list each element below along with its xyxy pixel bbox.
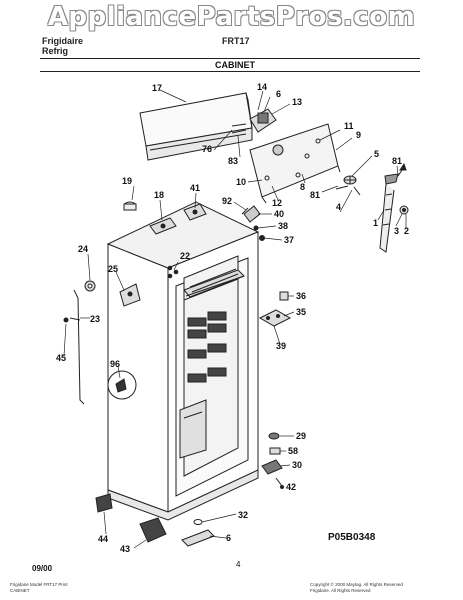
watermark: AppliancePartsPros.com (47, 2, 416, 32)
section-title: CABINET (215, 60, 255, 70)
callout-36: 36 (296, 291, 307, 301)
callout-10: 10 (236, 177, 247, 187)
back-panel (249, 123, 341, 204)
callout-41: 41 (190, 183, 201, 193)
callout-23: 23 (90, 314, 101, 324)
callout-11: 11 (344, 121, 354, 131)
bottom-parts (95, 493, 215, 547)
callout-6-b: 6 (226, 533, 232, 543)
callout-14: 14 (257, 82, 268, 92)
page-number: 4 (236, 560, 241, 569)
footer-right-line-1: Copyright © 2000 Maytag. All Rights Rese… (310, 582, 403, 587)
callout-1: 1 (373, 218, 379, 228)
figure-code: P05B0348 (328, 532, 376, 543)
callout-3: 3 (394, 226, 400, 236)
callout-81: 81 (392, 156, 403, 166)
top-bracket (149, 203, 207, 235)
top-cover-panel (139, 92, 253, 161)
bottom-right-parts (261, 432, 284, 489)
header-rule-bottom (40, 71, 420, 72)
leader-lines (63, 89, 407, 549)
revision-date: 09/00 (32, 564, 53, 573)
callout-17: 17 (152, 83, 163, 93)
thermostat-knob (335, 175, 361, 196)
serial-label (107, 370, 137, 400)
cabinet-body (106, 201, 260, 521)
callout-6: 6 (276, 89, 282, 99)
callout-96: 96 (110, 359, 121, 369)
callout-8: 8 (300, 182, 306, 192)
brand-line-2: Refrig (42, 46, 69, 56)
callout-42: 42 (286, 482, 297, 492)
header-rule-top (40, 58, 420, 59)
control-housing (231, 108, 277, 134)
callout-37: 37 (284, 235, 295, 245)
footer-right-line-2: Frigidaire. All Rights Reserved (310, 588, 371, 593)
callout-35: 35 (296, 307, 307, 317)
callout-44: 44 (98, 534, 109, 544)
brand-line-1: Frigidaire (42, 36, 84, 46)
hinge-parts (258, 291, 292, 327)
callout-19: 19 (122, 176, 133, 186)
callout-45: 45 (56, 353, 67, 363)
callout-39: 39 (276, 341, 287, 351)
footer-left-line-2: CABINET (10, 588, 30, 593)
callout-83: 83 (228, 156, 239, 166)
side-bracket-25 (119, 283, 141, 307)
callout-18: 18 (154, 190, 165, 200)
drain-tube (63, 280, 96, 405)
callout-38: 38 (278, 221, 289, 231)
callout-43: 43 (120, 544, 131, 554)
callout-12: 12 (272, 198, 283, 208)
model-number: FRT17 (222, 36, 250, 46)
callout-81-b: 81 (310, 190, 321, 200)
callout-2: 2 (404, 226, 410, 236)
callout-92: 92 (222, 196, 233, 206)
callout-29: 29 (296, 431, 307, 441)
callout-32: 32 (238, 510, 249, 520)
cap-19 (123, 201, 137, 211)
callout-24: 24 (78, 244, 89, 254)
callout-4: 4 (336, 202, 342, 212)
callout-22: 22 (180, 251, 191, 261)
callout-13: 13 (292, 97, 303, 107)
callout-76: 76 (202, 144, 213, 154)
callout-9: 9 (356, 130, 362, 140)
callout-25: 25 (108, 264, 119, 274)
callout-58: 58 (288, 446, 299, 456)
footer-left-line-1: Frigidaire Model FRT17 Print (10, 582, 68, 587)
callout-5: 5 (374, 149, 380, 159)
handle-assembly (379, 162, 409, 253)
callout-30: 30 (292, 460, 303, 470)
callout-40: 40 (274, 209, 285, 219)
